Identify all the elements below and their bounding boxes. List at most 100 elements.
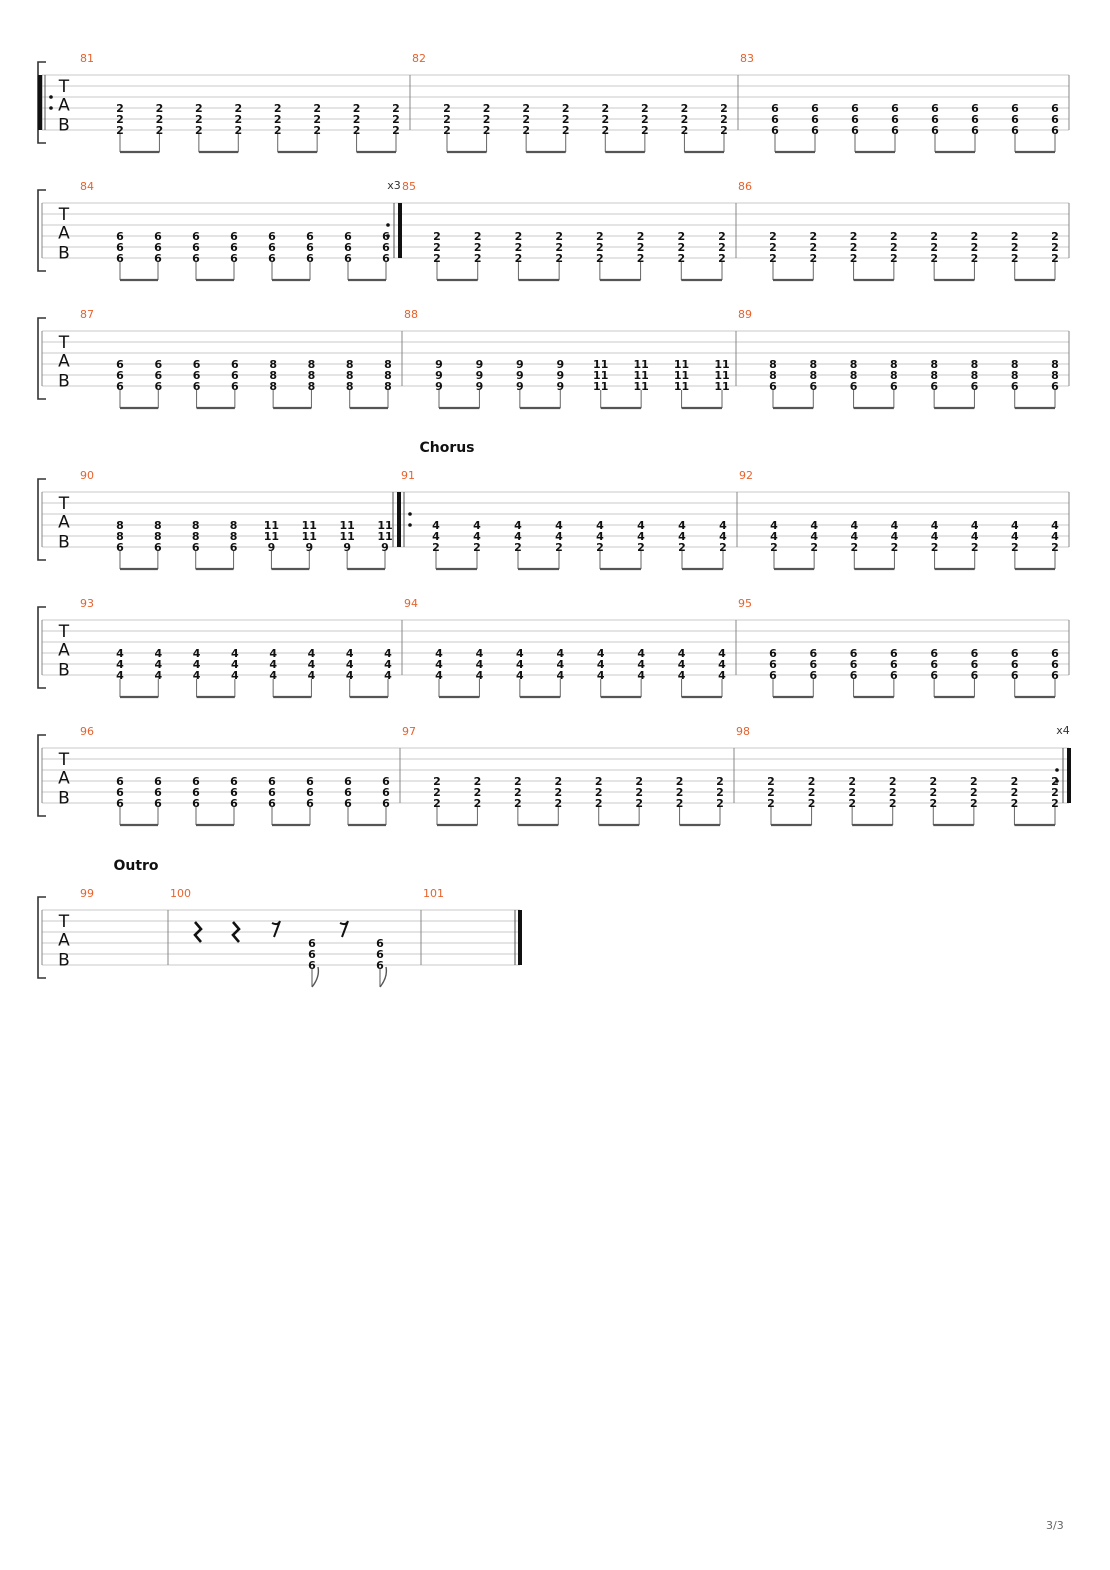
fret-number: 2: [929, 775, 937, 788]
system-bracket: [37, 317, 46, 400]
fret-number: 8: [1051, 358, 1059, 371]
fret-number: 2: [641, 113, 649, 126]
fret-number: 6: [850, 658, 858, 671]
fret-number: 2: [522, 102, 530, 115]
fret-number: 2: [809, 230, 817, 243]
fret-number: 2: [234, 124, 242, 137]
fret-number: 2: [514, 775, 522, 788]
measure-number: 99: [80, 887, 94, 900]
measure-number: 100: [170, 887, 191, 900]
fret-number: 4: [473, 530, 481, 543]
fret-number: 11: [593, 369, 608, 382]
fret-number: 4: [346, 669, 354, 682]
fret-number: 6: [154, 358, 162, 371]
fret-number: 6: [809, 658, 817, 671]
fret-number: 6: [344, 241, 352, 254]
fret-number: 2: [1051, 775, 1059, 788]
fret-number: 8: [116, 519, 124, 532]
fret-number: 6: [308, 948, 316, 961]
fret-number: 6: [376, 937, 384, 950]
fret-number: 6: [192, 786, 200, 799]
fret-number: 2: [313, 102, 321, 115]
fret-number: 2: [483, 102, 491, 115]
fret-number: 2: [555, 230, 563, 243]
fret-number: 11: [674, 358, 689, 371]
fret-number: 8: [116, 530, 124, 543]
fret-number: 2: [676, 786, 684, 799]
fret-number: 2: [474, 252, 482, 265]
measure-number: 85: [402, 180, 416, 193]
fret-number: 2: [1011, 252, 1019, 265]
fret-number: 2: [767, 786, 775, 799]
fret-number: 6: [192, 230, 200, 243]
fret-number: 4: [719, 530, 727, 543]
fret-number: 9: [556, 380, 564, 393]
fret-number: 2: [1051, 797, 1059, 810]
tab-clef-letter: T: [58, 622, 70, 642]
fret-number: 2: [890, 230, 898, 243]
fret-number: 4: [678, 519, 686, 532]
fret-number: 2: [433, 230, 441, 243]
fret-number: 6: [890, 647, 898, 660]
fret-number: 6: [376, 948, 384, 961]
fret-number: 2: [595, 786, 603, 799]
fret-number: 9: [516, 380, 524, 393]
fret-number: 6: [376, 959, 384, 972]
fret-number: 2: [637, 230, 645, 243]
fret-number: 8: [269, 369, 277, 382]
fret-number: 8: [154, 530, 162, 543]
fret-number: 6: [851, 113, 859, 126]
fret-number: 2: [681, 113, 689, 126]
fret-number: 2: [1051, 252, 1059, 265]
fret-number: 6: [192, 797, 200, 810]
fret-number: 9: [476, 369, 484, 382]
fret-number: 2: [1051, 230, 1059, 243]
fret-number: 6: [769, 669, 777, 682]
fret-number: 6: [268, 797, 276, 810]
fret-number: 6: [306, 775, 314, 788]
fret-number: 4: [384, 647, 392, 660]
fret-number: 2: [601, 113, 609, 126]
fret-number: 6: [1051, 113, 1059, 126]
fret-number: 8: [971, 369, 979, 382]
fret-number: 6: [268, 252, 276, 265]
fret-number: 4: [770, 530, 778, 543]
fret-number: 2: [637, 241, 645, 254]
fret-number: 6: [268, 241, 276, 254]
fret-number: 2: [601, 124, 609, 137]
fret-number: 2: [1011, 541, 1019, 554]
fret-number: 2: [474, 775, 482, 788]
fret-number: 6: [890, 658, 898, 671]
fret-number: 2: [720, 113, 728, 126]
fret-number: 6: [192, 252, 200, 265]
fret-number: 2: [971, 541, 979, 554]
fret-number: 4: [637, 669, 645, 682]
fret-number: 2: [562, 113, 570, 126]
fret-number: 6: [116, 252, 124, 265]
fret-number: 6: [930, 658, 938, 671]
fret-number: 2: [718, 230, 726, 243]
fret-number: 6: [308, 959, 316, 972]
fret-number: 6: [344, 786, 352, 799]
fret-number: 4: [597, 658, 605, 671]
fret-number: 2: [514, 797, 522, 810]
fret-number: 2: [1011, 786, 1019, 799]
tab-clef-letter: A: [58, 224, 70, 244]
fret-number: 2: [274, 124, 282, 137]
fret-number: 2: [433, 241, 441, 254]
fret-number: 4: [850, 519, 858, 532]
fret-number: 6: [769, 380, 777, 393]
fret-number: 2: [474, 786, 482, 799]
fret-number: 2: [274, 113, 282, 126]
fret-number: 2: [677, 241, 685, 254]
fret-number: 2: [443, 102, 451, 115]
fret-number: 2: [767, 797, 775, 810]
fret-number: 6: [971, 102, 979, 115]
fret-number: 2: [473, 541, 481, 554]
fret-number: 4: [810, 530, 818, 543]
fret-number: 6: [971, 658, 979, 671]
fret-number: 2: [719, 541, 727, 554]
fret-number: 2: [929, 797, 937, 810]
fret-number: 2: [443, 113, 451, 126]
repeat-dot: [49, 95, 53, 99]
